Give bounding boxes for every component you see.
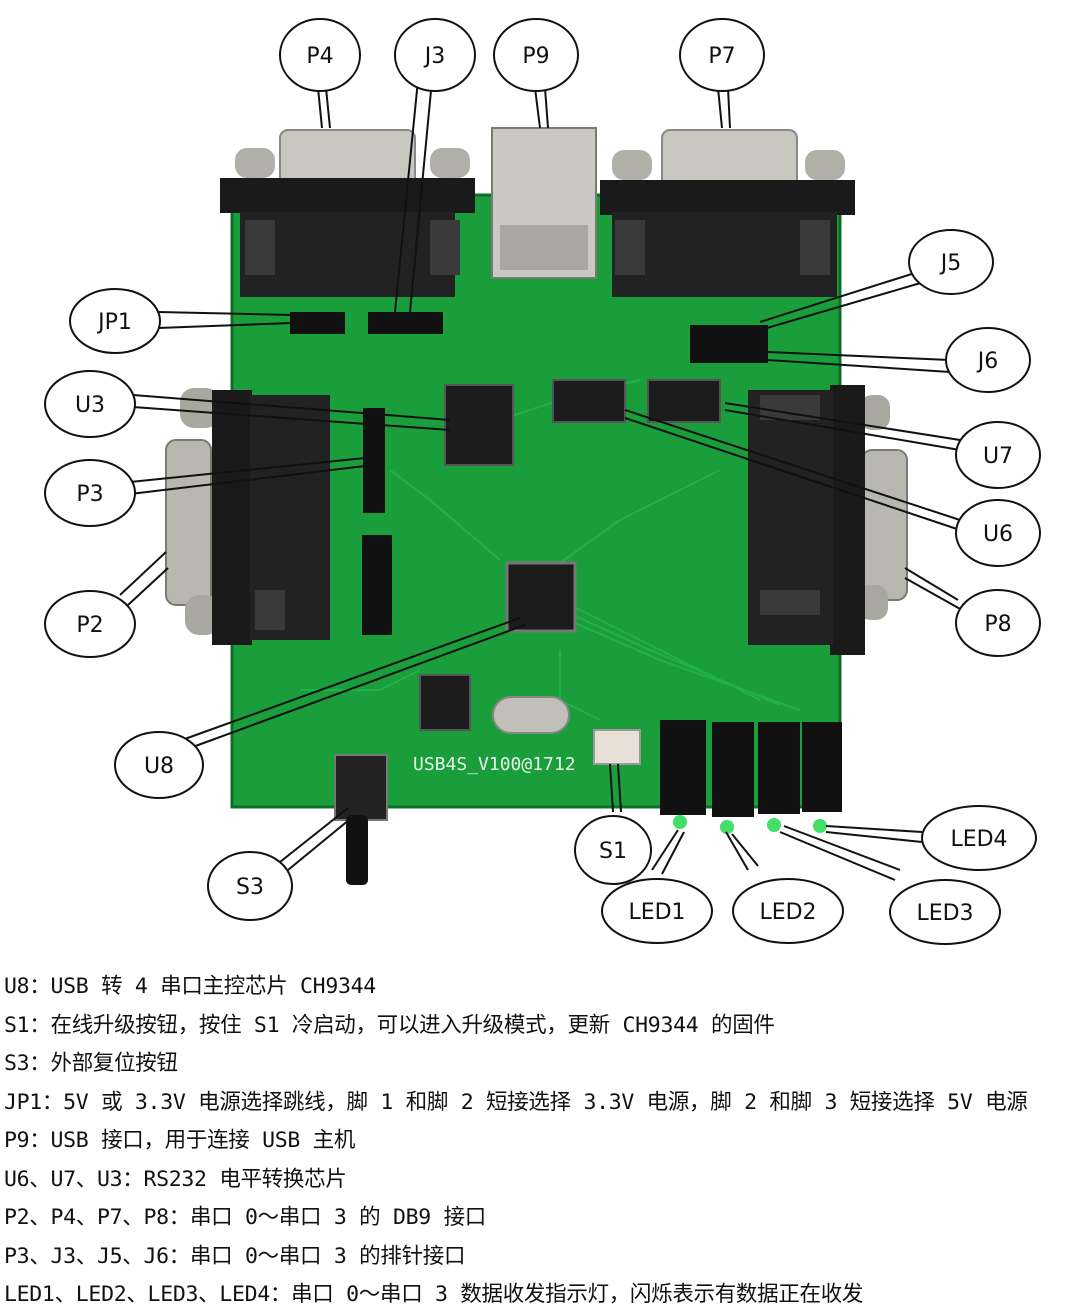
callout-p4: P4 <box>306 44 333 69</box>
callouts <box>44 18 1041 945</box>
led-jumpers <box>660 720 842 834</box>
silkscreen-model: USB4S_V100@1712 <box>413 754 576 775</box>
callout-p8: P8 <box>984 612 1011 637</box>
pin-header-jp1 <box>290 312 345 334</box>
component-legend: U8：USB 转 4 串口主控芯片 CH9344 S1：在线升级按钮，按住 S1… <box>4 968 1080 1315</box>
callout-u8: U8 <box>144 754 174 779</box>
callout-led4: LED4 <box>950 827 1007 852</box>
legend-s3: S3：外部复位按钮 <box>4 1051 178 1076</box>
pin-header-jp4 <box>362 535 392 635</box>
callout-u6: U6 <box>983 522 1013 547</box>
usb-b-connector-p9 <box>491 127 597 279</box>
pin-header-j5-j6 <box>690 325 768 363</box>
button-s1 <box>593 729 641 765</box>
legend-jp1: JP1：5V 或 3.3V 电源选择跳线，脚 1 和脚 2 短接选择 3.3V … <box>4 1089 1028 1115</box>
callout-labels: P4 J3 P9 P7 JP1 J5 J6 U3 U7 P3 U6 P2 P8 … <box>75 44 1013 926</box>
callout-j3: J3 <box>423 44 446 69</box>
callout-led2: LED2 <box>759 900 816 925</box>
ic-u8 <box>505 561 577 633</box>
callout-p3: P3 <box>76 482 103 507</box>
board-photo-figure: USB4S_V100@1712 <box>44 18 1041 945</box>
button-s3 <box>334 754 388 885</box>
legend-db9-ports: P2、P4、P7、P8：串口 0～串口 3 的 DB9 接口 <box>4 1205 486 1230</box>
callout-p9: P9 <box>522 44 549 69</box>
leader-lines <box>119 79 963 881</box>
db9-connector-p4 <box>220 129 475 297</box>
legend-rs232-chips: U6、U7、U3：RS232 电平转换芯片 <box>4 1166 347 1192</box>
legend-p9: P9：USB 接口，用于连接 USB 主机 <box>4 1128 356 1153</box>
ic-u3 <box>444 384 514 466</box>
callout-j5: J5 <box>939 251 962 276</box>
callout-u7: U7 <box>983 444 1013 469</box>
callout-s3: S3 <box>236 875 264 900</box>
crystal-x2 <box>492 696 570 734</box>
callout-led1: LED1 <box>628 900 685 925</box>
db9-connector-p2 <box>165 388 330 645</box>
ic-u6 <box>552 379 626 423</box>
ic-u7 <box>647 379 721 423</box>
callout-jp1: JP1 <box>96 310 132 335</box>
regulator-u2 <box>419 674 471 731</box>
db9-connector-p8 <box>748 385 908 655</box>
legend-s1: S1：在线升级按钮，按住 S1 冷启动，可以进入升级模式，更新 CH9344 的… <box>4 1012 775 1038</box>
db9-connector-p7 <box>600 129 855 297</box>
callout-p2: P2 <box>76 613 103 638</box>
callout-led3: LED3 <box>916 901 973 926</box>
callout-p7: P7 <box>708 44 735 69</box>
pin-header-p3 <box>363 408 385 513</box>
legend-pin-headers: P3、J3、J5、J6：串口 0～串口 3 的排针接口 <box>4 1243 466 1269</box>
pin-header-j3 <box>368 312 443 334</box>
legend-u8: U8：USB 转 4 串口主控芯片 CH9344 <box>4 974 376 999</box>
callout-j6: J6 <box>976 349 999 374</box>
callout-s1: S1 <box>599 839 627 864</box>
legend-leds: LED1、LED2、LED3、LED4：串口 0～串口 3 数据收发指示灯，闪烁… <box>4 1282 864 1307</box>
callout-u3: U3 <box>75 393 105 418</box>
